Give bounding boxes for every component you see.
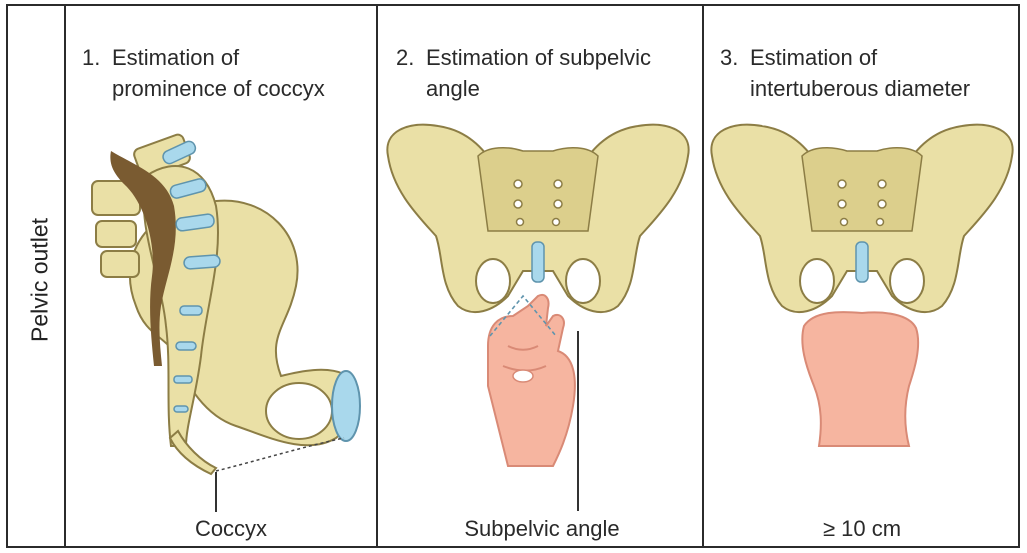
acetabulum-cartilage <box>332 371 360 441</box>
pelvis-front-view <box>387 125 688 312</box>
pelvis-fingers-illustration <box>378 6 702 546</box>
panel-subpelvic-angle: 2.Estimation of subpelvic angle Subpelvi… <box>378 6 702 546</box>
panel-caption: Coccyx <box>195 516 267 542</box>
panel-caption: Subpelvic angle <box>464 516 619 542</box>
obturator-foramen <box>476 259 510 303</box>
panel-coccyx: 1.Estimation of prominence of coccyx <box>66 6 376 546</box>
obturator-foramen <box>566 259 600 303</box>
pubic-symphysis <box>856 242 868 282</box>
coccyx-tip <box>170 431 216 474</box>
sacrum-coccyx-illustration <box>66 6 376 546</box>
row-label: Pelvic outlet <box>27 218 54 342</box>
pelvis-fist-illustration <box>704 6 1018 546</box>
panel-caption: ≥ 10 cm <box>823 516 901 542</box>
examining-hand <box>488 295 575 466</box>
obturator-foramen <box>890 259 924 303</box>
pelvis-front-view <box>711 125 1012 312</box>
row-label-cell: Pelvic outlet <box>6 4 64 548</box>
panel-intertuberous-diameter: 3.Estimation of intertuberous diameter ≥… <box>704 6 1018 546</box>
closed-fist <box>802 312 918 446</box>
obturator-foramen <box>800 259 834 303</box>
obturator-foramen <box>266 383 332 439</box>
pubic-symphysis <box>532 242 544 282</box>
